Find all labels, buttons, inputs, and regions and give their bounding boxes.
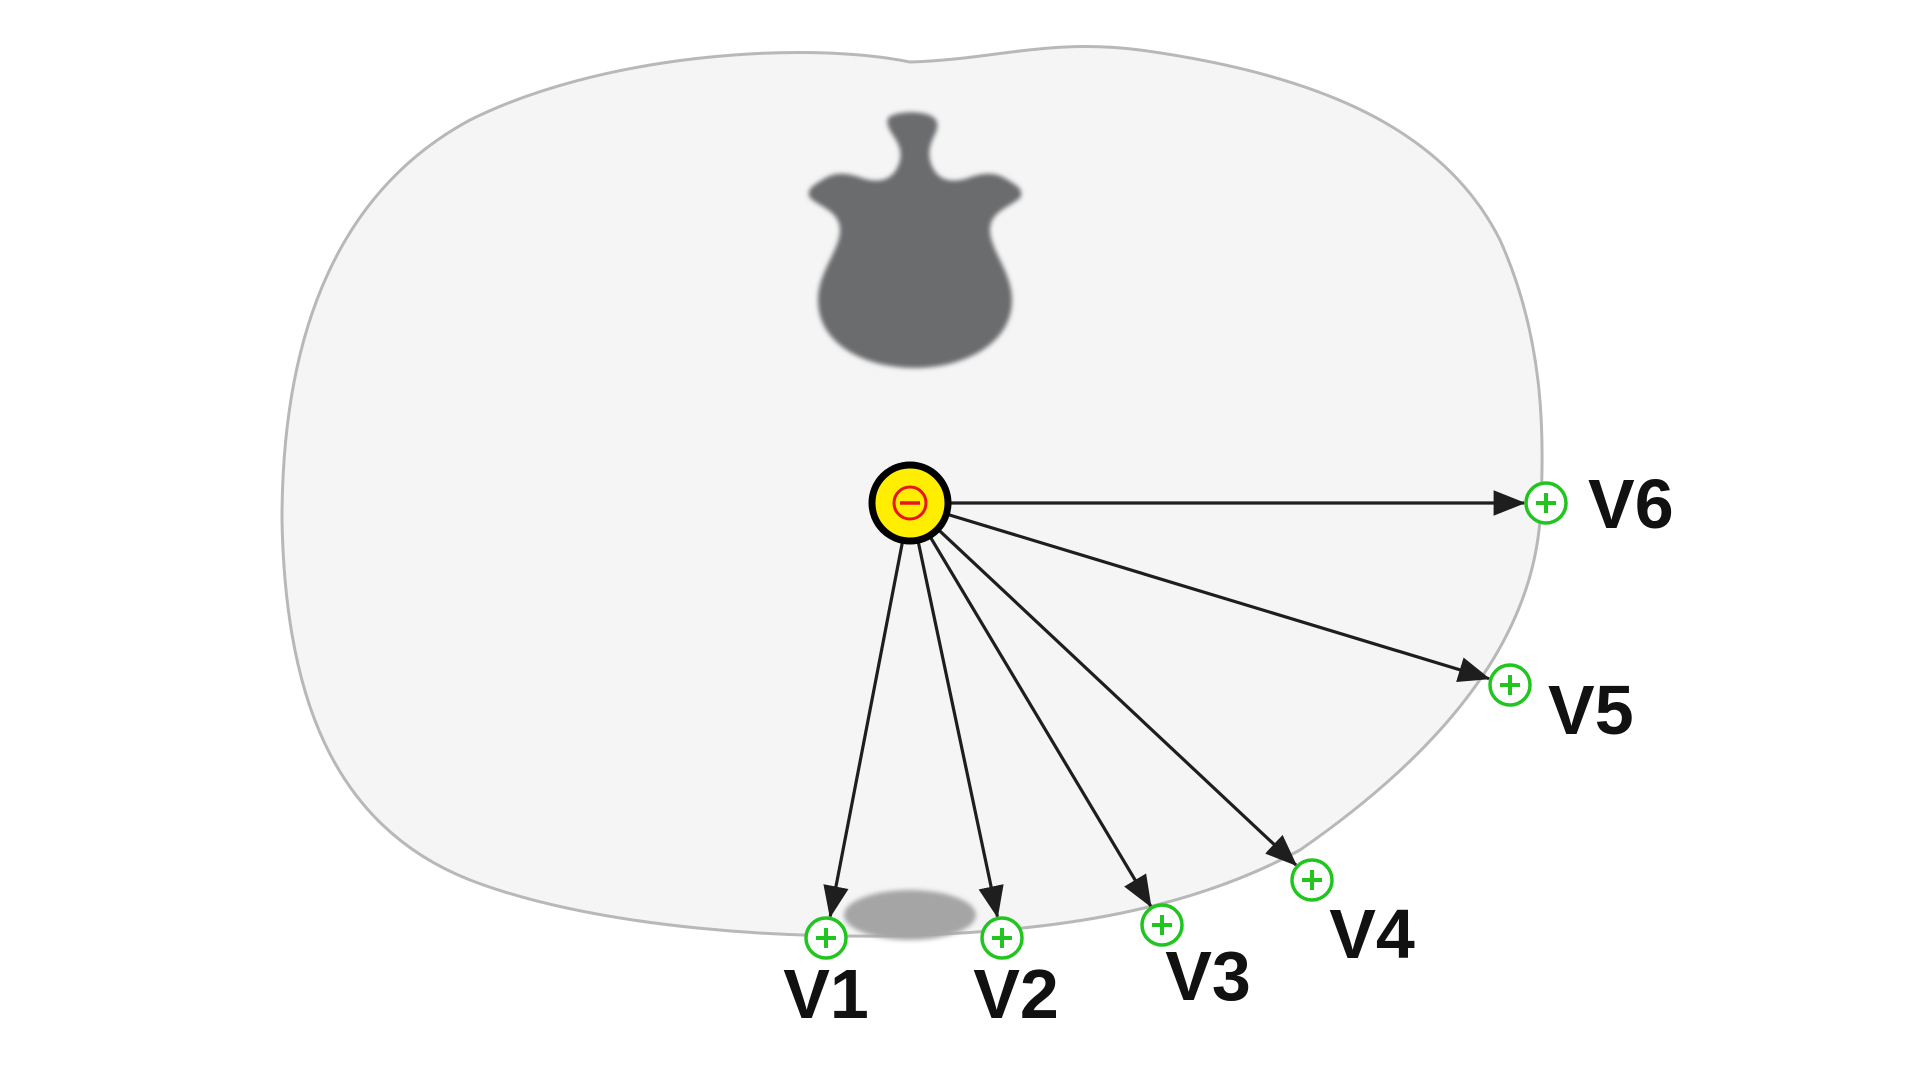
- electrode-v3: V3: [1140, 903, 1251, 1015]
- lead-vectors: [823, 490, 1526, 919]
- negative-reference-electrode: [868, 461, 952, 545]
- vector-arrow-v2: [916, 541, 1004, 919]
- vector-arrow-v4: [938, 529, 1298, 867]
- electrode-v6: V6: [1524, 465, 1674, 543]
- lead-label-v3: V3: [1165, 937, 1251, 1015]
- negative-sign-icon: [892, 485, 928, 521]
- vector-arrow-v1: [823, 541, 904, 918]
- lead-label-v5: V5: [1548, 671, 1634, 749]
- lead-label-v4: V4: [1329, 895, 1415, 973]
- vector-arrow-v5: [947, 513, 1491, 683]
- lead-label-v6: V6: [1588, 465, 1674, 543]
- electrode-v4: V4: [1290, 858, 1415, 973]
- electrode-v1: V1: [783, 916, 869, 1033]
- vector-arrow-v3: [929, 536, 1153, 908]
- electrode-v2: V2: [973, 916, 1059, 1033]
- sternum-shape: [844, 890, 976, 940]
- vertebra-shape: [808, 112, 1022, 368]
- lead-label-v1: V1: [783, 955, 869, 1033]
- electrode-v5: V5: [1488, 663, 1634, 749]
- precordial-electrodes: V1 V2 V3 V4 V5 V6: [783, 465, 1673, 1033]
- lead-label-v2: V2: [973, 955, 1059, 1033]
